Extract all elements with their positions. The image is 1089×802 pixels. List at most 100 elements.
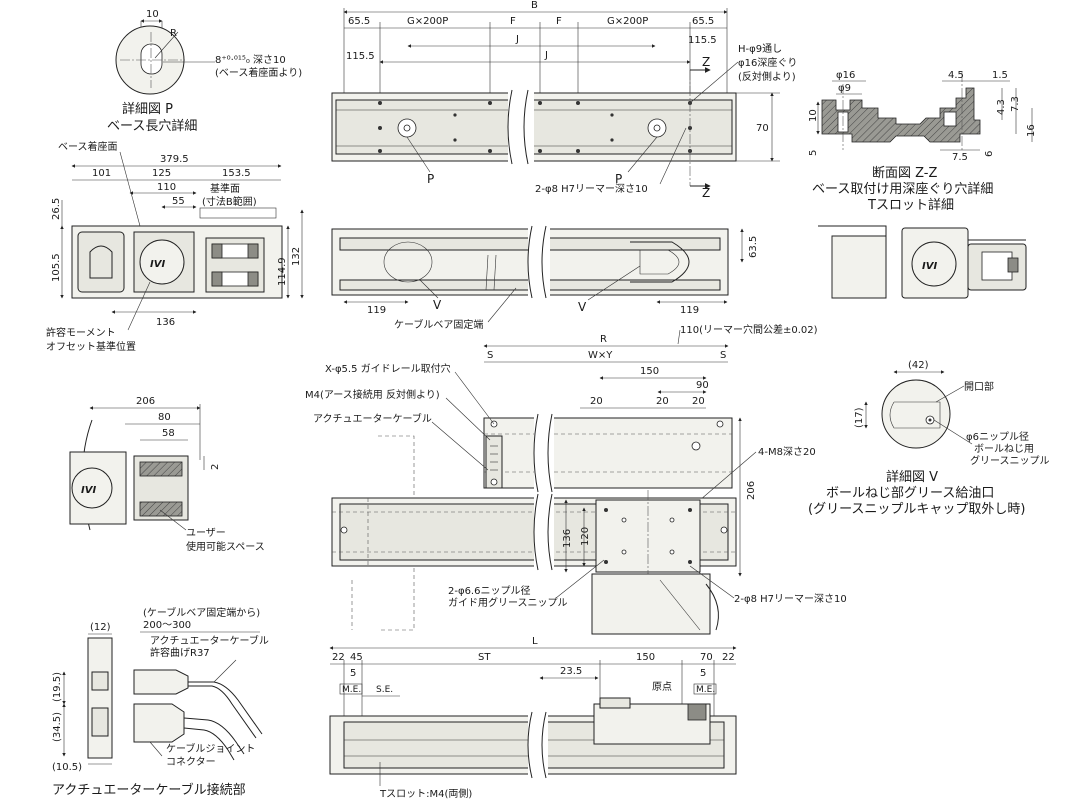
side-label-se: S.E. <box>376 685 393 695</box>
plan-label-ground: M4(アース接続用 反対側より) <box>305 388 440 401</box>
detail-p-width: 10 <box>146 9 159 20</box>
top-dim-115-left: 115.5 <box>346 51 375 62</box>
user-dim-58: 58 <box>162 428 175 439</box>
cable-dim-34-5: (34.5) <box>52 712 63 742</box>
cable-dim-10-5: (10.5) <box>52 762 82 773</box>
side-dim-70: 70 <box>700 652 713 663</box>
detail-v-nipple-3: グリースニップル <box>970 454 1050 467</box>
cable-title: アクチュエーターケーブル接続部 <box>52 782 246 798</box>
plan-dim-136: 136 <box>562 529 573 548</box>
detail-v: (42) (17) 開口部 φ6ニップル径 ボールねじ用 グリースニップル 詳細… <box>808 360 1050 517</box>
section-dim-1-5: 1.5 <box>992 70 1008 81</box>
section-dim-5: 5 <box>808 150 819 156</box>
cable-label-from-fixed: (ケーブルベア固定端から) <box>143 606 260 619</box>
section-dim-16: 16 <box>1026 124 1037 137</box>
section-mark-z-top: Z <box>702 55 710 69</box>
front-mark-v-left: V <box>433 298 442 312</box>
plan-dim-120: 120 <box>580 527 591 546</box>
top-dim-115-right: 115.5 <box>688 35 717 46</box>
detail-v-title: 詳細図 V <box>886 469 938 485</box>
plan-motor-block <box>591 573 711 635</box>
plan-label-m8: 4-M8深さ20 <box>758 446 816 458</box>
section-dim-7-3: 7.3 <box>1010 96 1021 112</box>
side-label-tslot: Tスロット:M4(両側) <box>379 787 472 800</box>
detail-p: 10 R 8⁺⁰·⁰¹⁵₀ 深さ10 (ベース着座面より) 詳細図 P ベース長… <box>107 9 302 134</box>
section-mark-z-bottom: Z <box>702 186 710 200</box>
user-label-2: 使用可能スペース <box>186 540 265 553</box>
top-overall-b: B <box>531 0 538 11</box>
plan-dim-20-c: 20 <box>692 396 705 407</box>
top-dim-f-left: F <box>510 16 516 27</box>
side-dim-150: 150 <box>636 652 655 663</box>
side-overall-l: L <box>532 636 538 647</box>
side-label-me-right: M.E. <box>696 685 715 695</box>
detail-mark-p-right: P <box>615 172 622 186</box>
end-dim-153-5: 153.5 <box>222 168 251 179</box>
detail-v-label-opening: 開口部 <box>964 380 994 393</box>
plan-label-nipple-2: ガイド用グリースニップル <box>448 596 568 609</box>
plan-note-reamer-pitch: 110(リーマー穴間公差±0.02) <box>680 323 818 336</box>
plan-carriage-top <box>483 417 733 489</box>
section-dim-10: 10 <box>808 109 819 122</box>
plan-dim-20-b: 20 <box>656 396 669 407</box>
cable-label-bend-2: 許容曲げR37 <box>150 646 210 659</box>
right-end-view: IVI <box>818 225 1027 299</box>
detail-v-nipple-2: ボールねじ用 <box>974 443 1034 455</box>
user-dim-80: 80 <box>158 412 171 423</box>
end-label-base-face: ベース着座面 <box>58 140 118 153</box>
side-label-origin: 原点 <box>652 681 672 693</box>
user-logo: IVI <box>81 485 96 496</box>
plan-label-actuator-cable: アクチュエーターケーブル <box>313 412 432 425</box>
section-z-profile <box>821 87 981 143</box>
plan-dim-150: 150 <box>640 366 659 377</box>
section-z: φ16 φ9 4.5 1.5 10 5 4.3 7.3 16 7.5 6 断面図… <box>808 70 1037 213</box>
end-dim-136: 136 <box>156 317 175 328</box>
plan-dim-r: R <box>600 334 607 345</box>
side-label-me-left: M.E. <box>342 685 361 695</box>
side-dim-5-left: 5 <box>350 668 356 679</box>
detail-v-dim-42: (42) <box>908 360 929 371</box>
plan-view: R S S W×Y 110(リーマー穴間公差±0.02) 150 90 20 2… <box>305 323 847 635</box>
detail-v-nipple-1: φ6ニップル径 <box>966 430 1029 443</box>
detail-v-subtitle-2: (グリースニップルキャップ取外し時) <box>808 502 1026 517</box>
plan-label-nipple-1: 2-φ6.6ニップル径 <box>448 584 530 597</box>
front-height: 63.5 <box>748 236 759 258</box>
section-dim-4-3: 4.3 <box>996 99 1007 115</box>
detail-p-subtitle: ベース長穴詳細 <box>107 118 197 134</box>
side-dim-5-right: 5 <box>700 668 706 679</box>
side-dim-22-left: 22 <box>332 652 345 663</box>
cable-dim-12: (12) <box>90 622 111 633</box>
end-dim-105-5: 105.5 <box>51 253 62 282</box>
detail-v-subtitle-1: ボールねじ部グリース給油口 <box>826 486 994 501</box>
detail-p-note: (ベース着座面より) <box>215 66 302 79</box>
end-dim-379-5: 379.5 <box>160 154 189 165</box>
detail-mark-p-left: P <box>427 172 434 186</box>
front-view: 63.5 119 119 V V ケーブルベア固定端 <box>331 225 759 331</box>
end-label-offset: オフセット基準位置 <box>46 340 136 353</box>
end-dim-101: 101 <box>92 168 111 179</box>
side-view: L 22 45 ST 23.5 150 70 22 5 5 M.E. S.E. … <box>329 636 737 800</box>
end-dim-132: 132 <box>291 247 302 266</box>
cable-label-joint-2: コネクター <box>166 756 216 768</box>
section-dim-phi16: φ16 <box>836 70 855 81</box>
plan-dim-90: 90 <box>696 380 709 391</box>
cable-dim-19-5: (19.5) <box>52 672 63 702</box>
front-dim-left: 119 <box>367 305 386 316</box>
top-dim-g-left: G×200P <box>407 16 448 27</box>
detail-p-title: 詳細図 P <box>122 101 173 117</box>
side-dim-23-5: 23.5 <box>560 666 582 677</box>
plan-dim-wxy: W×Y <box>588 350 613 361</box>
plan-dim-s-left: S <box>487 350 493 361</box>
right-end-logo: IVI <box>922 261 937 272</box>
detail-p-radius: R <box>170 28 177 39</box>
end-label-range: (寸法B範囲) <box>202 195 257 208</box>
top-note-holes-3: (反対側より) <box>738 70 796 83</box>
plan-dim-20-a: 20 <box>590 396 603 407</box>
section-dim-6: 6 <box>984 151 995 157</box>
front-label-cable: ケーブルベア固定端 <box>394 318 483 331</box>
end-label-reference: 基準面 <box>210 182 240 195</box>
user-dim-206: 206 <box>136 396 155 407</box>
top-dim-65-right: 65.5 <box>692 16 714 27</box>
end-logo: IVI <box>150 259 165 270</box>
